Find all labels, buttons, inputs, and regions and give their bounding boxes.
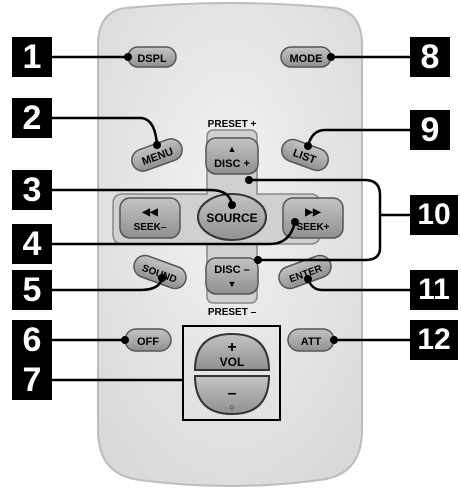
- leader-lines: [52, 55, 410, 382]
- seek-minus-button[interactable]: ◀◀ SEEK–: [119, 197, 181, 239]
- menu-button[interactable]: MENU: [129, 136, 185, 174]
- disc-minus-button[interactable]: DISC – ▼: [205, 257, 259, 295]
- callout-6: 6: [12, 320, 52, 360]
- mode-button[interactable]: MODE: [280, 46, 332, 68]
- source-button[interactable]: SOURCE: [197, 193, 267, 241]
- disc-plus-button[interactable]: ▲ DISC +: [205, 137, 259, 175]
- callout-5: 5: [12, 270, 52, 310]
- callout-2: 2: [12, 98, 52, 138]
- preset-plus-label: PRESET +: [208, 119, 257, 130]
- sound-button[interactable]: SOUND: [131, 252, 189, 291]
- seek-plus-arrow-icon: ▶▶: [304, 207, 322, 218]
- seek-plus-button[interactable]: ▶▶ SEEK+: [282, 197, 344, 239]
- att-label: ATT: [301, 336, 322, 348]
- callout-11: 11: [410, 270, 458, 310]
- dspl-button[interactable]: DSPL: [127, 46, 177, 68]
- dspl-label: DSPL: [137, 53, 167, 65]
- vol-label: VOL: [220, 355, 245, 369]
- vol-group-box: [182, 325, 281, 421]
- vol-minus-icon: –: [228, 385, 237, 402]
- callout-3: 3: [12, 170, 52, 210]
- seek-minus-arrow-icon: ◀◀: [141, 207, 158, 218]
- list-button[interactable]: LIST: [279, 136, 332, 173]
- callout-7: 7: [12, 360, 52, 400]
- mode-label: MODE: [290, 53, 323, 65]
- off-button[interactable]: OFF: [124, 328, 172, 352]
- leader-dots: [121, 53, 338, 344]
- vol-plus-icon: +: [227, 339, 236, 356]
- callout-4: 4: [12, 224, 52, 264]
- source-label: SOURCE: [206, 211, 257, 225]
- callout-12: 12: [410, 320, 458, 360]
- seek-minus-label: SEEK–: [134, 222, 167, 233]
- disc-plus-arrow-icon: ▲: [228, 144, 237, 154]
- callout-9: 9: [410, 110, 450, 150]
- vol-plus-button[interactable]: + VOL: [193, 332, 271, 371]
- disc-minus-arrow-icon: ▼: [228, 279, 237, 289]
- seek-plus-label: SEEK+: [296, 222, 329, 233]
- callout-8: 8: [410, 37, 450, 77]
- callout-1: 1: [12, 37, 52, 77]
- preset-minus-label: PRESET –: [208, 307, 257, 318]
- callout-10: 10: [410, 195, 458, 235]
- enter-button[interactable]: ENTER: [276, 252, 334, 291]
- disc-plus-label: DISC +: [214, 158, 250, 170]
- vol-minus-circle-icon: ○: [229, 402, 234, 412]
- att-button[interactable]: ATT: [287, 328, 335, 352]
- off-label: OFF: [137, 336, 159, 348]
- vol-minus-button[interactable]: – ○: [193, 375, 271, 416]
- disc-minus-label: DISC –: [214, 264, 249, 276]
